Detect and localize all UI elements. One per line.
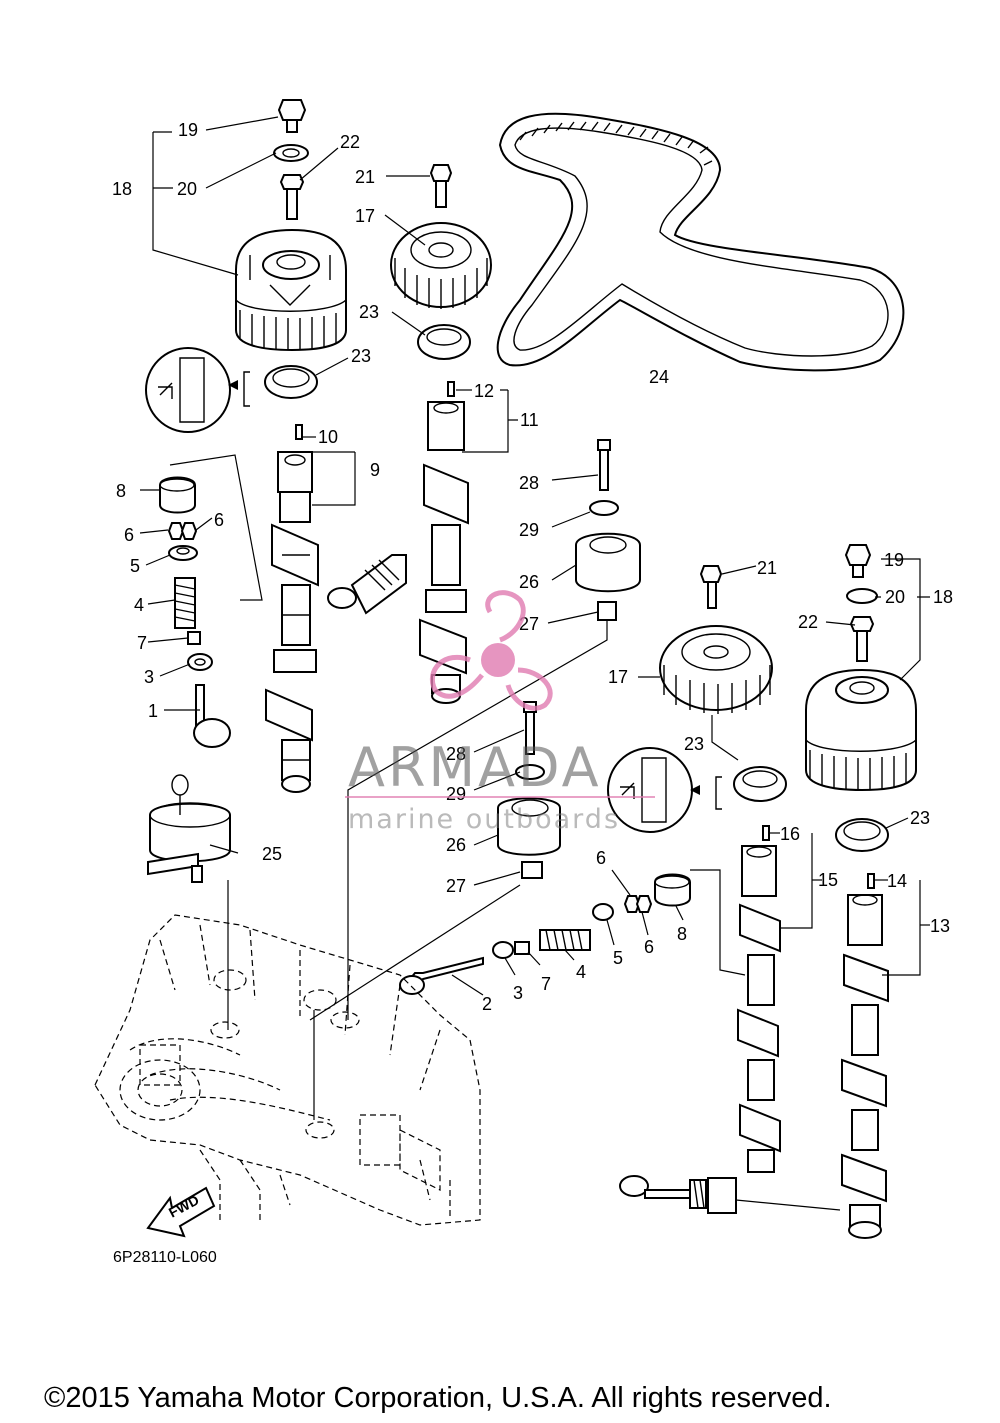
watermark-brand: ARMADA	[348, 736, 602, 799]
forward-direction-icon: FWD	[146, 1186, 216, 1238]
callout-26: 26	[519, 572, 539, 592]
right-camshafts	[737, 825, 889, 1239]
callout-17: 17	[355, 206, 375, 226]
callout-7: 7	[137, 633, 147, 653]
center-camshaft-assembly	[327, 164, 492, 704]
callout-25: 25	[262, 844, 282, 864]
callout-29: 29	[446, 784, 466, 804]
callout-27: 27	[446, 876, 466, 896]
callout-15: 15	[818, 870, 838, 890]
callout-22: 22	[340, 132, 360, 152]
callout-20: 20	[885, 587, 905, 607]
callout-4: 4	[134, 595, 144, 615]
callout-23: 23	[351, 346, 371, 366]
callout-8: 8	[677, 924, 687, 944]
callout-6: 6	[596, 848, 606, 868]
left-pulley-assembly	[235, 99, 347, 399]
watermark: ARMADA marine outboards	[345, 590, 655, 835]
callout-6: 6	[214, 510, 224, 530]
callout-19: 19	[178, 120, 198, 140]
callout-11: 11	[520, 410, 539, 430]
callout-21: 21	[355, 167, 375, 187]
callout-8: 8	[116, 481, 126, 501]
callout-2: 2	[482, 994, 492, 1014]
callout-26: 26	[446, 835, 466, 855]
detail-insert-left	[145, 347, 250, 433]
left-camshaft	[265, 424, 319, 793]
callout-3: 3	[144, 667, 154, 687]
callout-14: 14	[887, 871, 907, 891]
callout-1: 1	[148, 701, 158, 721]
callout-16: 16	[780, 824, 800, 844]
callout-22: 22	[798, 612, 818, 632]
callout-23: 23	[684, 734, 704, 754]
part-code: 6P28110-L060	[113, 1249, 217, 1266]
right-pulley	[659, 565, 787, 802]
left-valve-train	[159, 476, 231, 748]
callout-28: 28	[519, 473, 539, 493]
callout-21: 21	[757, 558, 777, 578]
timing-belt	[496, 112, 905, 372]
callout-23: 23	[910, 808, 930, 828]
right-pulley-assembly	[805, 544, 917, 852]
callout-labels: 19 20 18 22 21 17 23 23 10 9 12 11 24 8 …	[112, 120, 953, 1014]
callout-28: 28	[446, 744, 466, 764]
callout-12: 12	[474, 381, 494, 401]
callout-19: 19	[884, 550, 904, 570]
copyright-notice: ©2015 Yamaha Motor Corporation, U.S.A. A…	[44, 1382, 832, 1414]
callout-17: 17	[608, 667, 628, 687]
callout-23: 23	[359, 302, 379, 322]
callout-4: 4	[576, 962, 586, 982]
right-valve-train	[399, 873, 737, 1214]
callout-6: 6	[124, 525, 134, 545]
tensioner-and-idlers	[147, 439, 641, 883]
cylinder-head	[94, 914, 481, 1226]
callout-5: 5	[130, 556, 140, 576]
detail-insert-right	[607, 747, 722, 833]
callout-24: 24	[649, 367, 669, 387]
callout-13: 13	[930, 916, 950, 936]
callout-7: 7	[541, 974, 551, 994]
watermark-tagline: marine outboards	[348, 804, 620, 835]
callout-29: 29	[519, 520, 539, 540]
callout-5: 5	[613, 948, 623, 968]
callout-10: 10	[318, 427, 338, 447]
callout-18: 18	[933, 587, 953, 607]
callout-3: 3	[513, 983, 523, 1003]
leader-lines	[139, 116, 930, 1211]
callout-6: 6	[644, 937, 654, 957]
callout-18: 18	[112, 179, 132, 199]
callout-20: 20	[177, 179, 197, 199]
callout-9: 9	[370, 460, 380, 480]
